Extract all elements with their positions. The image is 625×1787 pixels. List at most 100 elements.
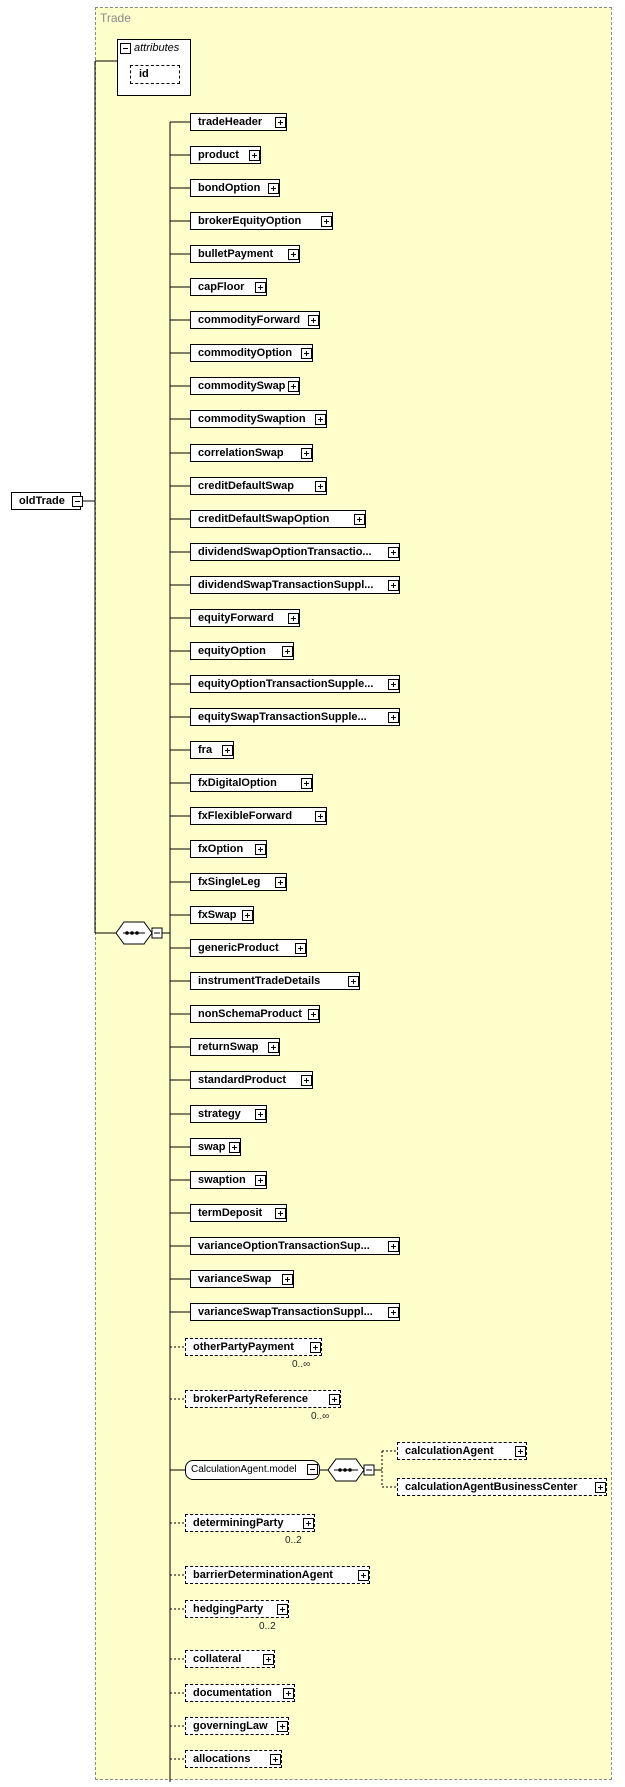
element-box[interactable]: brokerPartyReference <box>185 1390 341 1408</box>
expand-icon[interactable] <box>255 1109 266 1120</box>
expand-icon[interactable] <box>268 1042 279 1053</box>
expand-icon[interactable] <box>288 381 299 392</box>
element-box[interactable]: tradeHeader <box>190 113 287 131</box>
element-box[interactable]: equitySwapTransactionSupple... <box>190 708 400 726</box>
expand-icon[interactable] <box>288 613 299 624</box>
expand-icon[interactable] <box>242 910 253 921</box>
expand-icon[interactable] <box>222 745 233 756</box>
element-box[interactable]: correlationSwap <box>190 444 313 462</box>
expand-icon[interactable] <box>303 1518 314 1529</box>
expand-icon[interactable] <box>277 1721 288 1732</box>
attribute-id[interactable]: id <box>130 65 180 84</box>
expand-icon[interactable] <box>301 348 312 359</box>
element-box[interactable]: commoditySwap <box>190 377 300 395</box>
element-box[interactable]: calculationAgentBusinessCenter <box>397 1478 607 1496</box>
expand-icon[interactable] <box>288 249 299 260</box>
root-element[interactable]: oldTrade <box>11 492 83 510</box>
expand-icon[interactable] <box>315 481 326 492</box>
element-box[interactable]: dividendSwapOptionTransactio... <box>190 543 400 561</box>
expand-icon[interactable] <box>358 1570 369 1581</box>
element-box[interactable]: calculationAgent <box>397 1442 527 1460</box>
attributes-collapse-icon[interactable] <box>120 43 131 54</box>
expand-icon[interactable] <box>388 580 399 591</box>
element-box[interactable]: swaption <box>190 1171 267 1189</box>
element-box[interactable]: swap <box>190 1138 241 1156</box>
element-box[interactable]: varianceSwap <box>190 1270 294 1288</box>
expand-icon[interactable] <box>388 679 399 690</box>
element-box[interactable]: bulletPayment <box>190 245 300 263</box>
element-box[interactable]: strategy <box>190 1105 267 1123</box>
element-box[interactable]: fxSingleLeg <box>190 873 287 891</box>
expand-icon[interactable] <box>388 1241 399 1252</box>
element-box[interactable]: varianceSwapTransactionSuppl... <box>190 1303 400 1321</box>
expand-icon[interactable] <box>329 1394 340 1405</box>
expand-icon[interactable] <box>268 183 279 194</box>
expand-icon[interactable] <box>255 282 266 293</box>
element-box[interactable]: fra <box>190 741 234 759</box>
element-box[interactable]: creditDefaultSwap <box>190 477 327 495</box>
element-box[interactable]: bondOption <box>190 179 280 197</box>
element-box[interactable]: commoditySwaption <box>190 410 327 428</box>
element-box[interactable]: termDeposit <box>190 1204 287 1222</box>
element-box[interactable]: governingLaw <box>185 1717 289 1735</box>
element-box[interactable]: equityForward <box>190 609 300 627</box>
element-box[interactable]: standardProduct <box>190 1071 313 1089</box>
element-box[interactable]: commodityForward <box>190 311 320 329</box>
expand-icon[interactable] <box>388 547 399 558</box>
element-box[interactable]: fxSwap <box>190 906 254 924</box>
element-box[interactable]: creditDefaultSwapOption <box>190 510 366 528</box>
element-box[interactable]: dividendSwapTransactionSuppl... <box>190 576 400 594</box>
expand-icon[interactable] <box>515 1446 526 1457</box>
element-box[interactable]: equityOptionTransactionSupple... <box>190 675 400 693</box>
element-box[interactable]: product <box>190 146 261 164</box>
element-box[interactable]: fxDigitalOption <box>190 774 313 792</box>
element-box[interactable]: instrumentTradeDetails <box>190 972 360 990</box>
expand-icon[interactable] <box>283 1688 294 1699</box>
expand-icon[interactable] <box>388 712 399 723</box>
expand-icon[interactable] <box>595 1482 606 1493</box>
element-box[interactable]: varianceOptionTransactionSup... <box>190 1237 400 1255</box>
expand-icon[interactable] <box>310 1342 321 1353</box>
expand-icon[interactable] <box>275 1208 286 1219</box>
element-box[interactable]: otherPartyPayment <box>185 1338 322 1356</box>
sequence-compositor[interactable] <box>116 922 152 944</box>
expand-icon[interactable] <box>301 1075 312 1086</box>
expand-icon[interactable] <box>354 514 365 525</box>
element-box[interactable]: returnSwap <box>190 1038 280 1056</box>
expand-icon[interactable] <box>308 315 319 326</box>
collapse-icon[interactable] <box>72 496 83 507</box>
expand-icon[interactable] <box>270 1754 281 1765</box>
expand-icon[interactable] <box>255 1175 266 1186</box>
element-box[interactable]: commodityOption <box>190 344 313 362</box>
expand-icon[interactable] <box>348 976 359 987</box>
element-box[interactable]: fxOption <box>190 840 267 858</box>
expand-icon[interactable] <box>282 646 293 657</box>
expand-icon[interactable] <box>321 216 332 227</box>
element-box[interactable]: barrierDeterminationAgent <box>185 1566 370 1584</box>
expand-icon[interactable] <box>277 1604 288 1615</box>
element-box[interactable]: hedgingParty <box>185 1600 289 1618</box>
collapse-icon[interactable] <box>307 1464 318 1475</box>
expand-icon[interactable] <box>282 1274 293 1285</box>
expand-icon[interactable] <box>301 778 312 789</box>
element-box[interactable]: brokerEquityOption <box>190 212 333 230</box>
expand-icon[interactable] <box>255 844 266 855</box>
group-model[interactable]: CalculationAgent.model <box>185 1460 320 1480</box>
expand-icon[interactable] <box>263 1654 274 1665</box>
expand-icon[interactable] <box>275 117 286 128</box>
element-box[interactable]: nonSchemaProduct <box>190 1005 320 1023</box>
element-box[interactable]: equityOption <box>190 642 294 660</box>
element-box[interactable]: documentation <box>185 1684 295 1702</box>
element-box[interactable]: fxFlexibleForward <box>190 807 327 825</box>
expand-icon[interactable] <box>275 877 286 888</box>
expand-icon[interactable] <box>315 414 326 425</box>
expand-icon[interactable] <box>388 1307 399 1318</box>
element-box[interactable]: determiningParty <box>185 1514 315 1532</box>
expand-icon[interactable] <box>295 943 306 954</box>
expand-icon[interactable] <box>301 448 312 459</box>
element-box[interactable]: collateral <box>185 1650 275 1668</box>
expand-icon[interactable] <box>249 150 260 161</box>
expand-icon[interactable] <box>308 1009 319 1020</box>
expand-icon[interactable] <box>229 1142 240 1153</box>
expand-icon[interactable] <box>315 811 326 822</box>
